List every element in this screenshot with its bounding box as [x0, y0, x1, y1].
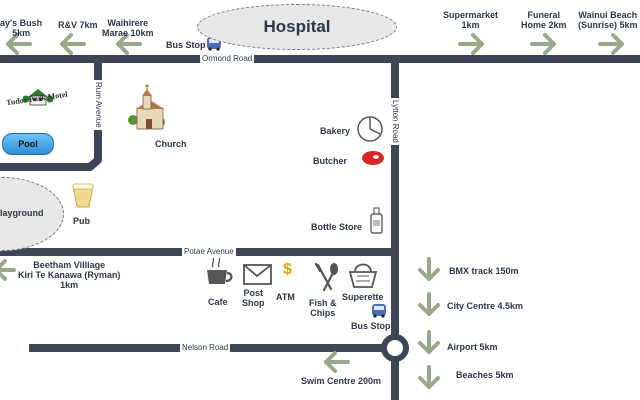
bottle-icon [370, 207, 383, 234]
arrow-left-icon [6, 33, 32, 55]
dollar-icon: $ [283, 261, 292, 278]
arrow-label-city: City Centre 4.5km [447, 301, 524, 311]
potae-avenue-label: Potae Avenue [182, 247, 236, 256]
beer-glass-icon [72, 183, 94, 208]
coffee-cup-icon [207, 257, 233, 284]
atm-label: ATM [276, 292, 295, 302]
arrow-label-bmx: BMX track 150m [449, 266, 519, 276]
rum-avenue-label: Rum Avenue [94, 80, 103, 130]
utensils-icon [314, 262, 338, 292]
playground-label: layground [0, 208, 44, 218]
arrow-right-icon [530, 33, 556, 55]
butcher-label: Butcher [313, 156, 348, 166]
bus-stop-label-bottom: Bus Stop [351, 321, 391, 331]
arrow-left-icon [324, 351, 350, 373]
roundabout [381, 334, 409, 362]
arrow-label-beaches: Beaches 5km [456, 370, 514, 380]
bottle-store-label: Bottle Store [311, 222, 363, 232]
arrow-down-icon [418, 365, 440, 389]
bus-icon [372, 304, 386, 318]
arrow-left-icon [116, 33, 142, 55]
superette-label: Superette [342, 292, 384, 302]
arrow-down-icon [418, 292, 440, 316]
cafe-label: Cafe [208, 297, 228, 307]
hospital-label: Hospital [263, 17, 331, 36]
church-icon [128, 84, 165, 130]
pool: Pool [2, 133, 54, 155]
arrow-label-rv: R&V 7km [58, 20, 98, 30]
arrow-label-swim: Swim Centre 200m [301, 376, 382, 386]
arrow-label-wainui: Wainui Beach (Sunrise) 5km [578, 10, 638, 30]
arrows [0, 33, 624, 389]
arrow-down-icon [418, 257, 440, 281]
post-shop-label: Post Shop [242, 288, 265, 308]
arrow-left-icon [60, 33, 86, 55]
arrow-label-waihirere: Waihirere Marae 10km [102, 18, 154, 38]
steak-icon [362, 151, 384, 165]
ormond-road-label: Ormond Road [200, 54, 255, 63]
hospital-bubble: Hospital [197, 4, 397, 50]
arrow-left-icon [0, 259, 16, 281]
bus-stop-label-top: Bus Stop [166, 40, 206, 50]
arrow-label-bush: ay's Bush 5km [0, 18, 43, 38]
arrow-label-beetham: Beetham Villiage Kiri Te Kanawa (Ryman) … [18, 260, 121, 290]
nelson-road-label: Nelson Road [180, 343, 231, 352]
bakery-label: Bakery [320, 126, 351, 136]
envelope-icon [243, 264, 272, 285]
arrow-right-icon [458, 33, 484, 55]
arrow-label-funeral: Funeral Home 2km [521, 10, 567, 30]
pool-label: Pool [18, 139, 38, 149]
lytton-road-label: Lytton Road [391, 98, 400, 145]
bakery-icon [357, 116, 383, 142]
arrow-right-icon [598, 33, 624, 55]
basket-icon [348, 263, 378, 288]
arrow-label-supermarket: Supermarket 1km [443, 10, 499, 30]
motel-house-icon [22, 89, 54, 106]
arrow-label-airport: Airport 5km [447, 342, 498, 352]
church-label: Church [155, 139, 187, 149]
pub-label: Pub [73, 216, 90, 226]
arrow-down-icon [418, 330, 440, 354]
fish-chips-label: Fish & Chips [309, 298, 337, 318]
